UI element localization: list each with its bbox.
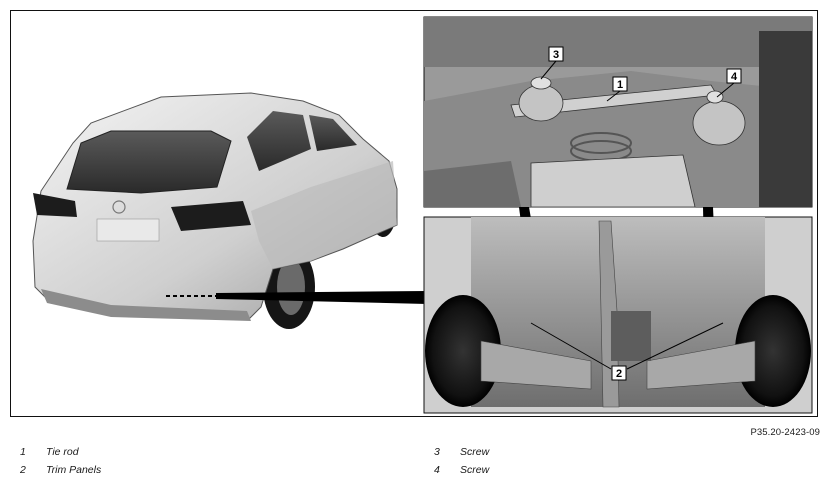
illustration: 3 1 4	[32, 16, 813, 414]
detail-panel-top: 3 1 4	[423, 16, 813, 208]
callout-3: 3	[553, 49, 559, 61]
legend-number: 3	[434, 446, 440, 458]
figure-frame: 3 1 4	[10, 10, 818, 417]
legend-label: Tie rod	[46, 446, 79, 458]
legend-number: 2	[20, 464, 26, 476]
detail-panel-bottom: 2	[423, 216, 813, 414]
callout-4: 4	[731, 71, 738, 83]
callout-1: 1	[617, 79, 623, 91]
car-rear-view	[32, 92, 398, 329]
figure-code: P35.20-2423-09	[750, 427, 820, 438]
callout-2: 2	[616, 368, 622, 380]
leader-car-to-detail	[216, 291, 427, 304]
legend-label: Screw	[460, 464, 490, 476]
legend-number: 4	[434, 464, 440, 476]
legend-number: 1	[20, 446, 26, 458]
legend-label: Trim Panels	[46, 464, 102, 476]
legend-label: Screw	[460, 446, 490, 458]
